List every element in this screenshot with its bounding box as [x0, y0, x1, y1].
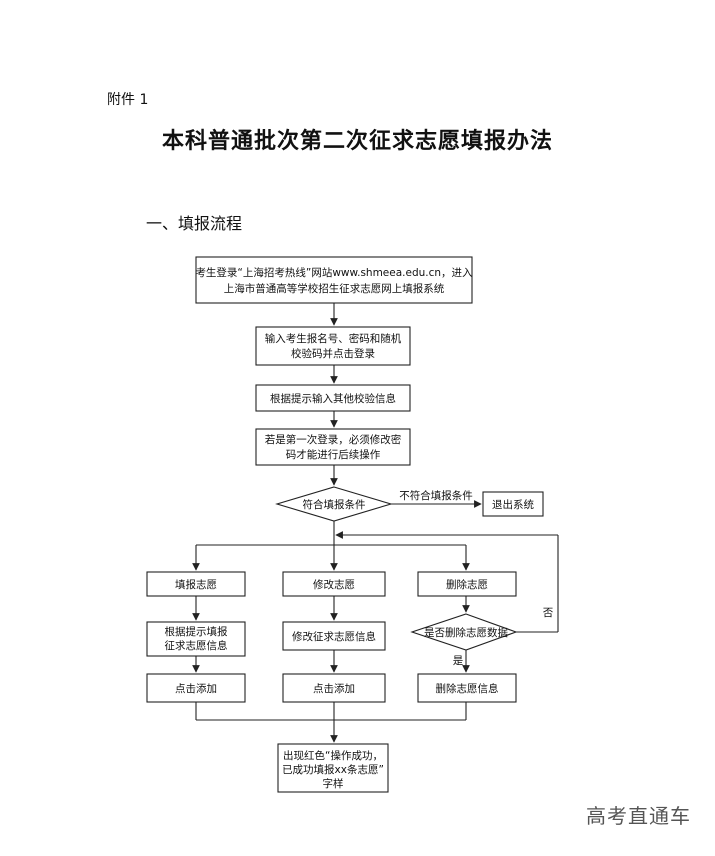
login-step-box: [195, 256, 473, 304]
condition-text: 符合填报条件: [303, 498, 366, 511]
verification-step-box: [255, 384, 411, 412]
verification-step-text: 根据提示输入其他校验信息: [270, 392, 396, 405]
first-login-step-line1: 若是第一次登录，必须修改密: [265, 433, 402, 446]
attachment-label: 附件 1: [107, 92, 149, 108]
success-box: [277, 743, 389, 793]
delete-info-text: 删除志愿信息: [436, 682, 499, 695]
credentials-step-box: [255, 326, 411, 366]
delete-choice-box: [417, 571, 517, 597]
credentials-step-line2: 校验码并点击登录: [291, 347, 375, 360]
click-add-text-1: 点击添加: [175, 682, 217, 695]
modify-choice-text: 修改志愿: [313, 578, 355, 591]
login-step-line1: 考生登录“上海招考热线”网站www.shmeea.edu.cn，进入: [195, 266, 473, 279]
fill-info-box: [146, 621, 246, 657]
login-step-line2: 上海市普通高等学校招生征求志愿网上填报系统: [224, 282, 445, 295]
delete-question-text: 是否删除志愿数据: [424, 626, 508, 639]
exit-system-box: [482, 491, 544, 517]
modify-info-box: [282, 621, 386, 651]
success-line2: 已成功填报xx条志愿”: [282, 763, 384, 776]
modify-choice-box: [282, 571, 386, 597]
fill-info-line1: 根据提示填报: [165, 625, 228, 638]
yes-label: 是: [453, 655, 464, 667]
success-line1: 出现红色“操作成功，: [283, 749, 383, 762]
fill-info-line2: 征求志愿信息: [165, 639, 228, 652]
modify-info-text: 修改征求志愿信息: [292, 630, 376, 643]
click-add-box-2: [282, 673, 386, 703]
credentials-step-line1: 输入考生报名号、密码和随机: [265, 332, 402, 345]
exit-system-text: 退出系统: [492, 498, 534, 511]
click-add-box-1: [146, 673, 246, 703]
document-title: 本科普通批次第二次征求志愿填报办法: [161, 128, 553, 154]
watermark: 高考直通车: [586, 804, 691, 828]
fill-choice-box: [146, 571, 246, 597]
section-heading: 一、填报流程: [146, 214, 243, 233]
success-line3: 字样: [323, 777, 344, 790]
no-label: 否: [543, 607, 554, 619]
first-login-step-line2: 码才能进行后续操作: [286, 448, 381, 461]
not-eligible-label: 不符合填报条件: [399, 489, 473, 502]
delete-info-box: [417, 673, 517, 703]
fill-choice-text: 填报志愿: [175, 578, 217, 591]
delete-choice-text: 删除志愿: [446, 578, 488, 591]
click-add-text-2: 点击添加: [313, 682, 355, 695]
first-login-step-box: [255, 428, 411, 466]
